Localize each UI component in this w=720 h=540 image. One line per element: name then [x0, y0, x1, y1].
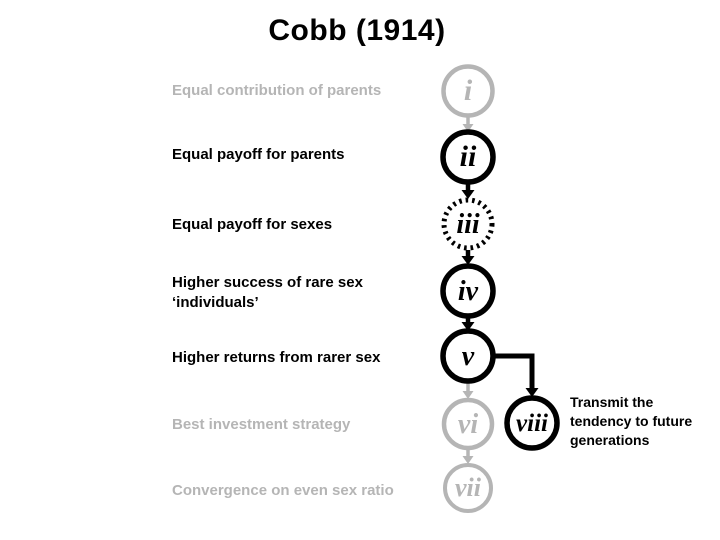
branch-label-transmit: Transmit the tendency to future generati…	[570, 394, 693, 448]
node-vi: vi	[441, 397, 495, 451]
numeral-vi: vi	[458, 409, 478, 440]
numeral-iv: iv	[458, 276, 479, 307]
node-i: i	[441, 64, 495, 118]
node-v: v	[440, 328, 496, 384]
arrow-vi-vii	[462, 450, 474, 464]
arrow-iii-iv	[461, 250, 475, 265]
slide-title: Cobb (1914)	[268, 14, 446, 47]
numeral-i: i	[464, 74, 473, 107]
step-label-equal-payoff-parents: Equal payoff for parents	[172, 146, 345, 163]
arrow-v-vi	[462, 383, 474, 399]
step-label-higher-success: Higher success of rare sex ‘individuals’	[172, 274, 363, 311]
node-vii: vii	[443, 463, 493, 513]
numeral-v: v	[462, 341, 475, 372]
step-label-best-investment: Best investment strategy	[172, 416, 351, 433]
arrow-ii-iii	[461, 184, 475, 199]
numeral-vii: vii	[455, 473, 482, 502]
step-label-higher-returns: Higher returns from rarer sex	[172, 349, 381, 366]
numeral-viii: viii	[516, 410, 548, 437]
node-ii: ii	[440, 129, 496, 185]
node-iii: iii	[441, 197, 495, 251]
numeral-ii: ii	[460, 140, 477, 173]
step-label-equal-payoff-sexes: Equal payoff for sexes	[172, 216, 333, 233]
node-viii: viii	[504, 395, 560, 451]
node-iv: iv	[440, 263, 496, 319]
step-label-equal-contribution: Equal contribution of parents	[172, 82, 382, 99]
step-label-convergence: Convergence on even sex ratio	[172, 482, 394, 499]
numeral-iii: iii	[456, 209, 480, 240]
arrow-v-viii	[494, 353, 539, 397]
